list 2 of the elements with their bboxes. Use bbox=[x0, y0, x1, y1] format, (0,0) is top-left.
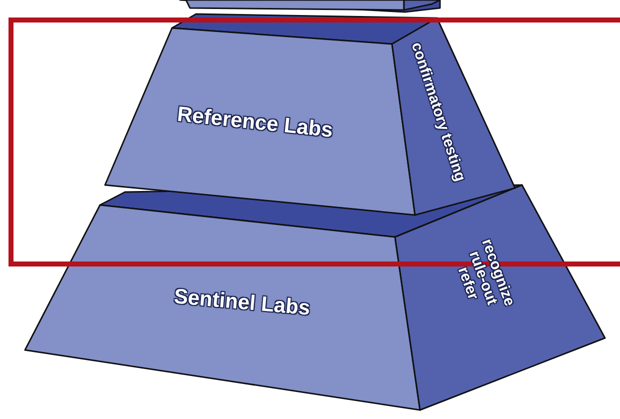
tier-label: Reference Labs bbox=[175, 102, 336, 144]
tier-label: Sentinel Labs bbox=[172, 284, 312, 322]
